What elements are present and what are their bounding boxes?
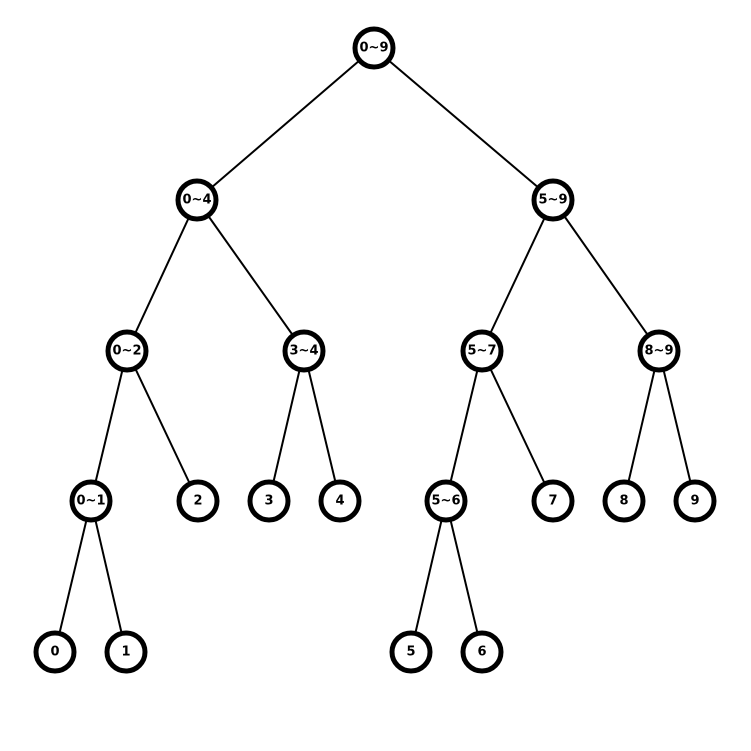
edge-n02-n2 xyxy=(126,350,199,502)
node-label: 5~7 xyxy=(468,344,497,359)
tree-node: 5~9 xyxy=(531,178,575,222)
edge-n56-n5 xyxy=(410,500,447,653)
tree-node: 0~1 xyxy=(69,479,113,523)
tree-node: 6 xyxy=(460,630,504,674)
edge-n01-n1 xyxy=(90,500,127,653)
edge-n02-n01 xyxy=(90,350,128,502)
node-circle xyxy=(352,26,396,70)
edge-n01-n0 xyxy=(54,500,92,653)
node-label: 2 xyxy=(193,494,202,509)
edge-n04-n34 xyxy=(196,199,305,352)
tree-node: 0 xyxy=(33,630,77,674)
node-circle xyxy=(176,479,220,523)
tree-node: 8 xyxy=(602,479,646,523)
node-circle xyxy=(460,630,504,674)
tree-node: 1 xyxy=(104,630,148,674)
edge-n34-n4 xyxy=(303,350,341,502)
node-label: 8~9 xyxy=(645,344,674,359)
tree-node: 8~9 xyxy=(637,329,681,373)
node-label: 3 xyxy=(264,494,273,509)
edge-n89-n8 xyxy=(623,350,660,502)
node-label: 0~2 xyxy=(113,344,142,359)
node-label: 0~9 xyxy=(360,41,389,56)
edge-n09-n04 xyxy=(196,47,375,201)
tree-node: 9 xyxy=(673,479,717,523)
node-circle xyxy=(282,329,326,373)
edge-n09-n59 xyxy=(373,47,554,201)
edge-n56-n6 xyxy=(445,500,483,653)
node-label: 7 xyxy=(548,494,557,509)
tree-node: 7 xyxy=(531,479,575,523)
node-circle xyxy=(637,329,681,373)
node-label: 4 xyxy=(335,494,344,509)
node-circle xyxy=(460,329,504,373)
edges xyxy=(54,47,696,653)
node-label: 5 xyxy=(406,645,415,660)
edge-n04-n02 xyxy=(126,199,198,352)
node-label: 0~4 xyxy=(183,193,212,208)
edge-n57-n7 xyxy=(481,350,554,502)
edge-n57-n56 xyxy=(445,350,483,502)
node-circle xyxy=(318,479,362,523)
edge-n59-n89 xyxy=(552,199,660,352)
tree-node: 0~2 xyxy=(105,329,149,373)
nodes: 0~9 0~4 5~9 0~2 3~4 5~7 8~9 0~1 2 3 4 5~6 7 8 9 0 1 5 6 xyxy=(33,26,717,674)
tree-node: 0~4 xyxy=(175,178,219,222)
node-circle xyxy=(105,329,149,373)
node-circle xyxy=(531,479,575,523)
tree-node: 2 xyxy=(176,479,220,523)
node-label: 8 xyxy=(619,494,628,509)
edge-n59-n57 xyxy=(481,199,554,352)
node-label: 0 xyxy=(50,645,59,660)
tree-node: 0~9 xyxy=(352,26,396,70)
node-circle xyxy=(104,630,148,674)
node-circle xyxy=(424,479,468,523)
node-label: 9 xyxy=(690,494,699,509)
node-label: 3~4 xyxy=(290,344,319,359)
node-circle xyxy=(175,178,219,222)
node-circle xyxy=(69,479,113,523)
node-circle xyxy=(247,479,291,523)
tree-node: 5~7 xyxy=(460,329,504,373)
node-circle xyxy=(602,479,646,523)
node-circle xyxy=(389,630,433,674)
node-label: 5~9 xyxy=(539,193,568,208)
tree-node: 3 xyxy=(247,479,291,523)
tree-node: 5 xyxy=(389,630,433,674)
node-label: 6 xyxy=(477,645,486,660)
node-label: 5~6 xyxy=(432,494,461,509)
node-label: 1 xyxy=(121,645,130,660)
node-circle xyxy=(33,630,77,674)
node-circle xyxy=(673,479,717,523)
edge-n34-n3 xyxy=(268,350,305,502)
node-circle xyxy=(531,178,575,222)
tree-node: 3~4 xyxy=(282,329,326,373)
node-label: 0~1 xyxy=(77,494,106,509)
tree-node: 4 xyxy=(318,479,362,523)
edge-n89-n9 xyxy=(658,350,696,502)
tree-node: 5~6 xyxy=(424,479,468,523)
